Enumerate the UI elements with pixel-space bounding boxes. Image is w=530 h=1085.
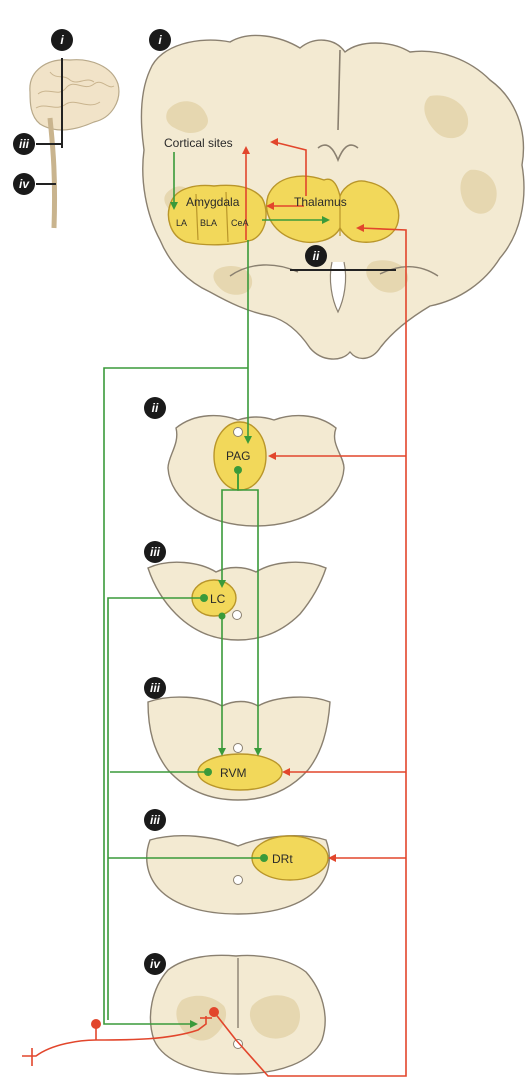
cortical-sites-label: Cortical sites (164, 136, 233, 150)
spinal-cord-section (149, 954, 326, 1075)
badge-rvm-iii: iii (144, 677, 166, 699)
drt-level-section (146, 835, 330, 915)
level-badges: i iii iv i ii ii iii iii (13, 29, 327, 975)
thalamus-nucleus (266, 175, 400, 244)
thalamus-label: Thalamus (294, 195, 347, 209)
badge-cord-iv: iv (144, 953, 166, 975)
lc-label: LC (210, 592, 226, 606)
svg-text:iv: iv (19, 177, 30, 191)
descending-green-pathways (103, 152, 330, 1028)
rvm-label: RVM (220, 766, 246, 780)
svg-text:iii: iii (150, 681, 161, 695)
svg-text:ii: ii (313, 249, 320, 263)
badge-coronal-i: i (149, 29, 171, 51)
amygdala-label: Amygdala (186, 195, 240, 209)
rvm-level-section (147, 696, 331, 801)
pag-label: PAG (226, 449, 250, 463)
svg-text:i: i (158, 33, 162, 47)
svg-text:iv: iv (150, 957, 161, 971)
drt-label: DRt (272, 852, 293, 866)
cea-label: CeA (231, 218, 249, 228)
badge-drt-iii: iii (144, 809, 166, 831)
pag-level-section (167, 414, 345, 527)
badge-lc-iii: iii (144, 541, 166, 563)
svg-text:i: i (60, 33, 64, 47)
whole-brain-sketch (29, 58, 120, 229)
badge-pag-ii: ii (144, 397, 166, 419)
amygdala-nucleus (167, 184, 267, 246)
ascending-red-pathways (22, 138, 407, 1077)
lc-level-section (147, 561, 327, 641)
svg-text:iii: iii (19, 137, 30, 151)
badge-coronal-ii: ii (305, 245, 327, 267)
svg-text:ii: ii (152, 401, 159, 415)
structure-labels: Cortical sites Amygdala Thalamus LA BLA … (164, 136, 347, 866)
svg-text:iii: iii (150, 545, 161, 559)
badge-brain-iv: iv (13, 173, 35, 195)
svg-text:iii: iii (150, 813, 161, 827)
badge-brain-iii: iii (13, 133, 35, 155)
bla-label: BLA (200, 218, 217, 228)
la-label: LA (176, 218, 187, 228)
badge-brain-i: i (51, 29, 73, 51)
